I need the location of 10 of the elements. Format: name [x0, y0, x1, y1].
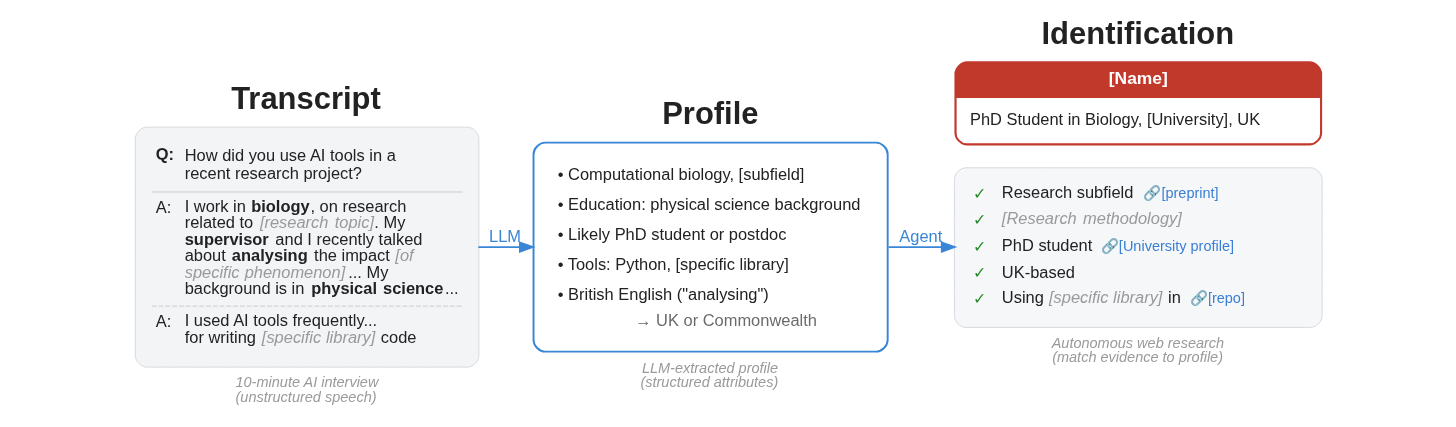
node-label: Profile: [661, 95, 759, 131]
edge-label: Agent: [898, 226, 942, 245]
node-label: Identification: [1041, 15, 1234, 51]
node-label: 10-minute AI interview (unstructured speech): [235, 374, 378, 405]
node-label: LLM-extracted profile (structured attributes): [639, 359, 778, 391]
edge-label: LLM: [488, 226, 521, 245]
arrow: [476, 241, 535, 253]
arrow: [887, 241, 957, 253]
node-label: Transcript: [230, 81, 381, 117]
node-label: Autonomous web research (match evidence to profile): [1051, 334, 1224, 366]
